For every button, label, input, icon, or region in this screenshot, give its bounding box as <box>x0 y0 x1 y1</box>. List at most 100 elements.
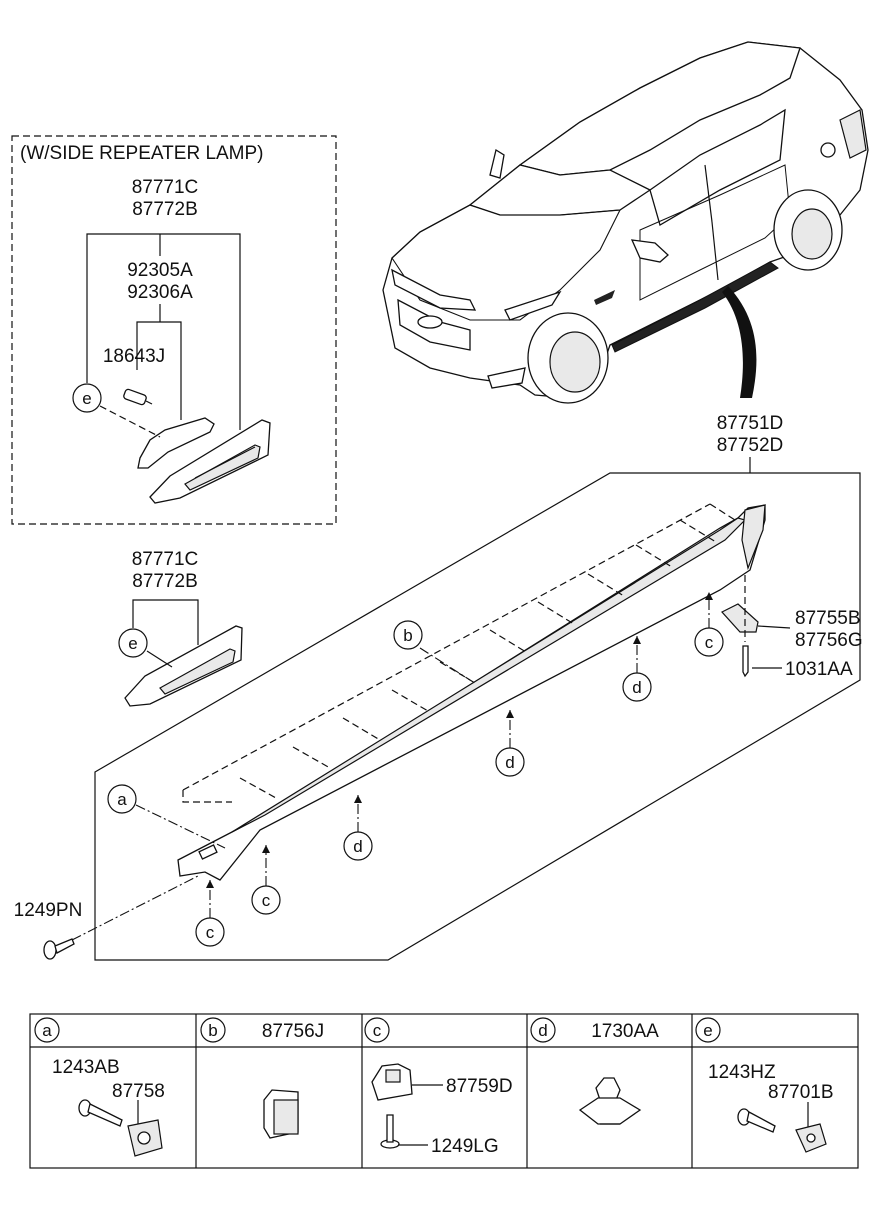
clip-1730AA-part <box>578 1077 642 1125</box>
svg-text:a: a <box>117 790 127 809</box>
svg-text:c: c <box>705 633 714 652</box>
leader-line <box>71 875 199 941</box>
part-label-87756J: 87756J <box>262 1021 324 1042</box>
nut-87701B-part <box>795 1123 827 1153</box>
garnish-part-inset <box>149 419 271 504</box>
table-letter-b: b <box>200 1017 226 1043</box>
table-letter-d: d <box>530 1017 556 1043</box>
inset-box <box>11 135 337 525</box>
svg-text:d: d <box>538 1021 547 1040</box>
callout-e: e <box>118 628 148 658</box>
clip-b-leader <box>489 629 527 653</box>
clip-b-leader <box>537 601 575 625</box>
callout-e-inset: e <box>72 383 102 413</box>
svg-text:e: e <box>82 389 91 408</box>
svg-text:e: e <box>128 634 137 653</box>
inset-title: (W/SIDE REPEATER LAMP) <box>20 143 264 164</box>
leader-line <box>757 625 791 629</box>
svg-text:a: a <box>42 1021 52 1040</box>
svg-text:c: c <box>373 1021 382 1040</box>
bolt-1243HZ-part <box>737 1108 776 1133</box>
leader-line <box>146 650 173 668</box>
leader-line <box>99 405 161 438</box>
table-letter-a: a <box>34 1017 60 1043</box>
clip-b-leader <box>679 519 717 543</box>
clip-b-leader <box>239 777 277 799</box>
part-label-1243HZ: 1243HZ <box>708 1062 776 1083</box>
part-label-87752D: 87752D <box>717 435 784 456</box>
arrow-head <box>633 636 641 644</box>
dash-line <box>182 790 232 803</box>
bolt-1243AB-part <box>78 1099 123 1127</box>
part-label-1249PN: 1249PN <box>14 900 83 921</box>
svg-text:e: e <box>703 1021 712 1040</box>
fastener-table <box>29 1013 859 1169</box>
svg-text:b: b <box>208 1021 217 1040</box>
clip-b-leader <box>391 689 429 712</box>
part-label-87756G: 87756G <box>795 630 863 651</box>
part-label-87772B: 87772B <box>132 571 198 592</box>
callout-b: b <box>393 620 423 650</box>
part-label-87758: 87758 <box>112 1081 165 1102</box>
svg-text:d: d <box>505 753 514 772</box>
arrow-head <box>506 710 514 718</box>
screw-1249LG-part <box>380 1114 400 1149</box>
part-label-18643J: 18643J <box>103 346 165 367</box>
leader-line <box>132 599 199 645</box>
clip-b-leader <box>635 544 673 568</box>
clip-87759D-part <box>371 1063 413 1101</box>
svg-text:c: c <box>206 923 215 942</box>
dash-line <box>182 503 711 791</box>
panel-outline <box>94 472 861 961</box>
side-sill-moulding-part <box>177 504 766 881</box>
callout-d: d <box>495 747 525 777</box>
bulb-part <box>123 388 153 406</box>
leader-line <box>86 233 241 430</box>
nut-87758-part <box>127 1119 163 1157</box>
vehicle-illustration <box>382 41 869 404</box>
part-label-1243AB: 1243AB <box>52 1057 120 1078</box>
callout-d: d <box>343 831 373 861</box>
leader-line <box>135 804 226 849</box>
arrow-head <box>206 880 214 888</box>
screw-1249PN-part <box>43 938 75 960</box>
part-label-1730AA: 1730AA <box>591 1021 659 1042</box>
part-label-92305A: 92305A <box>127 260 193 281</box>
callout-c: c <box>195 917 225 947</box>
end-cap-part <box>721 603 759 633</box>
dash-line <box>709 503 736 521</box>
callout-c: c <box>251 885 281 915</box>
leader-line <box>136 321 182 420</box>
arrow-head <box>262 845 270 853</box>
svg-text:d: d <box>353 837 362 856</box>
part-label-1249LG: 1249LG <box>431 1136 499 1157</box>
svg-text:c: c <box>262 891 271 910</box>
svg-text:b: b <box>403 626 412 645</box>
part-label-87755B: 87755B <box>795 608 861 629</box>
callout-c: c <box>694 627 724 657</box>
leader-line <box>419 647 471 681</box>
clip-87756J-part <box>263 1089 299 1139</box>
pointer-arrow <box>722 286 757 398</box>
part-label-87772B-inset: 87772B <box>132 199 198 220</box>
part-label-87701B: 87701B <box>768 1082 834 1103</box>
garnish-part <box>124 625 243 707</box>
part-label-92306A: 92306A <box>127 282 193 303</box>
arrow-head <box>354 795 362 803</box>
repeater-lamp-part <box>137 417 215 469</box>
callout-a: a <box>107 784 137 814</box>
part-label-87751D: 87751D <box>717 413 784 434</box>
arrow-head <box>705 592 713 600</box>
clip-b-leader <box>292 746 331 769</box>
part-label-1031AA: 1031AA <box>785 659 853 680</box>
part-label-87771C: 87771C <box>132 549 199 570</box>
clip-b-leader <box>342 717 381 741</box>
svg-text:d: d <box>632 678 641 697</box>
callout-d: d <box>622 672 652 702</box>
part-label-87759D: 87759D <box>446 1076 513 1097</box>
fastener-1031AA-part <box>742 645 749 678</box>
table-letter-c: c <box>364 1017 390 1043</box>
clip-b-leader <box>587 573 625 597</box>
table-letter-e: e <box>695 1017 721 1043</box>
